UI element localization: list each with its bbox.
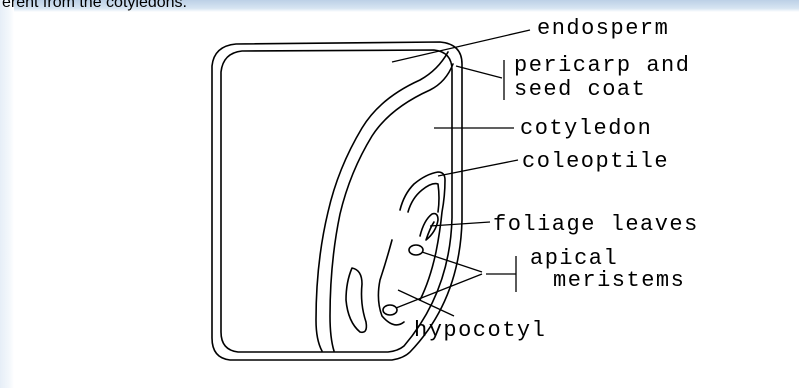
coleoptile-leader [438, 160, 518, 176]
embryo-axis [378, 240, 404, 325]
hypocotyl-leader [398, 290, 454, 316]
foliage-leaves-leader [430, 222, 490, 226]
coleoptile-inner [408, 184, 439, 212]
foliage-leaves-shape [420, 214, 438, 240]
apical-leader-root [396, 274, 482, 308]
label-cotyledon: cotyledon [520, 116, 652, 141]
label-hypocotyl: hypocotyl [414, 318, 546, 343]
label-pericarp-line1: pericarp and [514, 53, 690, 78]
label-coleoptile: coleoptile [522, 149, 669, 174]
seed-outer-outline [212, 42, 462, 360]
pericarp-leader [456, 66, 502, 78]
label-foliage-leaves: foliage leaves [493, 212, 699, 237]
endosperm-boundary-inner [330, 64, 453, 351]
shoot-apical-meristem [409, 245, 423, 255]
seed-inner-outline [221, 50, 452, 352]
label-apical-line2: meristems [553, 268, 685, 293]
endosperm-boundary-outer [316, 52, 448, 351]
root-apical-meristem [383, 305, 397, 315]
label-pericarp-line2: seed coat [514, 77, 646, 102]
radicle-loop [346, 268, 366, 332]
label-endosperm: endosperm [537, 16, 669, 41]
